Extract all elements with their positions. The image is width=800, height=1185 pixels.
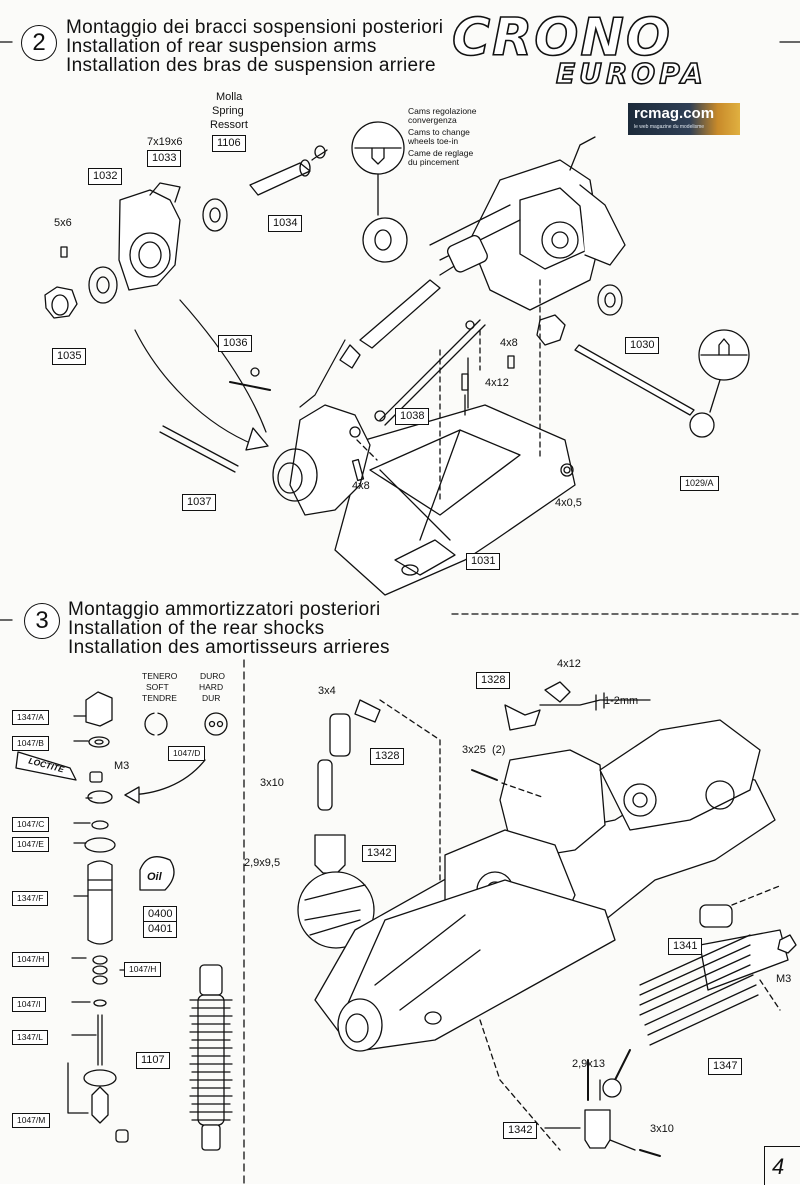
setscrew-size: 5x6 <box>54 217 72 229</box>
part-1047e: 1047/E <box>12 837 49 852</box>
step-3-title-en: Installation of the rear shocks <box>68 618 325 639</box>
part-1342-bottom: 1342 <box>503 1122 538 1139</box>
part-1037: 1037 <box>182 494 217 511</box>
part-1107: 1107 <box>136 1052 170 1069</box>
europa-logo: EUROPA <box>555 57 707 90</box>
piston-hard-en: HARD <box>199 682 224 692</box>
part-1047m: 1047/M <box>12 1113 51 1128</box>
rcmag-logo-text: rcmag.com <box>634 105 715 122</box>
part-1047i: 1047/I <box>12 997 46 1012</box>
spring-label-en: Spring <box>212 105 244 117</box>
cams-note-fr-2: du pincement <box>408 157 460 167</box>
screw-4x12: 4x12 <box>485 377 509 389</box>
screw-29x13: 2,9x13 <box>572 1058 606 1070</box>
part-1034: 1034 <box>268 215 303 232</box>
screw-4x8-lower: 4x8 <box>352 480 370 492</box>
part-1035: 1035 <box>52 348 87 365</box>
step-3-title: Montaggio ammortizzatori posteriori Inst… <box>68 600 390 657</box>
step-2-title-fr: Installation des bras de suspension arri… <box>66 55 436 76</box>
crono-logo: CRONO <box>451 8 673 68</box>
screw-3x10-bottom: 3x10 <box>650 1123 674 1135</box>
piston-hard-it: DURO <box>200 671 226 681</box>
screw-3x4: 3x4 <box>318 685 336 697</box>
nut-m3-left: M3 <box>114 760 130 772</box>
screw-4x12-step3: 4x12 <box>557 658 581 670</box>
part-1029a: 1029/A <box>680 476 719 491</box>
part-1106: 1106 <box>212 135 246 152</box>
part-1341: 1341 <box>668 938 703 955</box>
piston-hard-fr: DUR <box>202 693 221 703</box>
nut-m3-right: M3 <box>776 973 792 985</box>
part-1328-top: 1328 <box>476 672 511 689</box>
part-1031: 1031 <box>466 553 501 570</box>
cams-note-en-1: Cams to change <box>408 127 470 137</box>
step-3-title-it: Montaggio ammortizzatori posteriori <box>68 599 381 620</box>
gap-1-2mm: 1-2mm <box>604 695 639 707</box>
step-3-number: 3 <box>24 603 60 639</box>
spring-label-it: Molla <box>216 91 243 103</box>
shim-4x05: 4x0,5 <box>555 497 582 509</box>
part-1047c: 1047/C <box>12 817 50 832</box>
step-2-title-it: Montaggio dei bracci sospensioni posteri… <box>66 17 444 38</box>
rcmag-logo: rcmag.com le web magazine du modelisme <box>628 103 740 135</box>
piston-soft-en: SOFT <box>146 682 169 692</box>
step-2-title: Montaggio dei bracci sospensioni posteri… <box>66 18 443 75</box>
screw-29x95: 2,9x9,5 <box>244 857 281 869</box>
part-1047h-right: 1047/H <box>124 962 162 977</box>
part-1030: 1030 <box>625 337 660 354</box>
part-1347f: 1347/F <box>12 891 49 906</box>
part-1342-top: 1342 <box>362 845 397 862</box>
piston-soft-it: TENERO <box>142 671 178 681</box>
part-1328-mid: 1328 <box>370 748 405 765</box>
part-1047b: 1047/B <box>12 736 49 751</box>
step-3-title-fr: Installation des amortisseurs arrieres <box>68 637 390 658</box>
part-0401: 0401 <box>143 921 178 938</box>
screw-4x8-upper: 4x8 <box>500 337 518 349</box>
part-1347: 1347 <box>708 1058 743 1075</box>
oil-label: Oil <box>147 871 162 883</box>
part-1033: 1033 <box>147 150 182 167</box>
part-1032: 1032 <box>88 168 123 185</box>
cams-note-fr-1: Came de reglage <box>408 148 474 158</box>
spring-label-fr: Ressort <box>210 119 248 131</box>
rcmag-logo-subtitle: le web magazine du modelisme <box>634 124 705 130</box>
part-1347l: 1347/L <box>12 1030 48 1045</box>
step-2-title-en: Installation of rear suspension arms <box>66 36 377 57</box>
part-1047d: 1047/D <box>168 746 206 761</box>
part-1038: 1038 <box>395 408 430 425</box>
part-1047h-left: 1047/H <box>12 952 50 967</box>
part-1347a: 1347/A <box>12 710 49 725</box>
piston-soft-fr: TENDRE <box>142 693 177 703</box>
screw-3x10-top: 3x10 <box>260 777 284 789</box>
cams-note-it-2: convergenza <box>408 115 457 125</box>
cams-note-en-2: wheels toe-in <box>408 136 459 146</box>
bearing-size: 7x19x6 <box>147 136 183 148</box>
screw-3x25: 3x25 (2) <box>462 744 506 756</box>
page-number-frame <box>764 1146 800 1185</box>
part-1036: 1036 <box>218 335 253 352</box>
page-number: 4 <box>772 1154 785 1179</box>
cams-note-it-1: Cams regolazione <box>408 106 477 116</box>
step-2-number: 2 <box>21 25 57 61</box>
